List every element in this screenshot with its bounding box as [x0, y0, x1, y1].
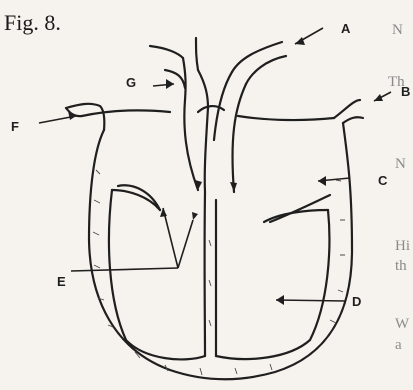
vessel-g-descend-outer: [184, 100, 198, 190]
label-line-d: [276, 300, 346, 301]
right-vessel-lower: [343, 117, 363, 123]
label-line-e-branch-left: [163, 208, 178, 268]
arrowhead-e-right: [192, 212, 198, 220]
label-f: F: [11, 119, 19, 134]
vessel-a-inner: [246, 56, 286, 84]
vessel-a-outer: [232, 42, 282, 72]
vessel-g-trunk-outer: [183, 58, 186, 100]
label-line-e-branch-right: [178, 220, 193, 268]
heart-outer-wall: [89, 123, 352, 379]
arrowhead-g: [166, 79, 174, 89]
label-line-e: [71, 268, 178, 271]
vessel-g-branch-left: [150, 46, 183, 58]
right-vessel-upper: [334, 100, 360, 118]
flow-arrow-right: [230, 182, 237, 192]
label-c: C: [378, 173, 388, 188]
arrowhead-f: [68, 111, 76, 120]
label-e: E: [57, 274, 66, 289]
arrowhead-e-left: [160, 208, 167, 217]
heart-outline: [66, 38, 363, 379]
left-valve-flap-inner: [118, 185, 160, 210]
vessel-g-branch-top: [196, 38, 198, 70]
arrowhead-a: [295, 37, 305, 45]
right-inner-wall: [216, 210, 329, 359]
vessel-a-descend-inner: [233, 84, 247, 192]
arrowhead-c: [318, 176, 326, 186]
septum-hatching: [209, 240, 211, 326]
atrium-roof-left: [82, 110, 170, 116]
arrowhead-d: [276, 295, 284, 305]
vessel-g-descend-inner: [205, 108, 208, 192]
label-d: D: [352, 294, 361, 309]
left-inner-wall: [109, 190, 205, 359]
vessel-g-trunk-inner: [198, 70, 208, 108]
atrium-roof-right: [238, 116, 334, 120]
right-valve-flap-inner: [270, 195, 330, 222]
label-g: G: [126, 75, 136, 90]
arrowheads: [68, 37, 383, 305]
label-b: B: [401, 84, 410, 99]
label-a: A: [341, 21, 351, 36]
